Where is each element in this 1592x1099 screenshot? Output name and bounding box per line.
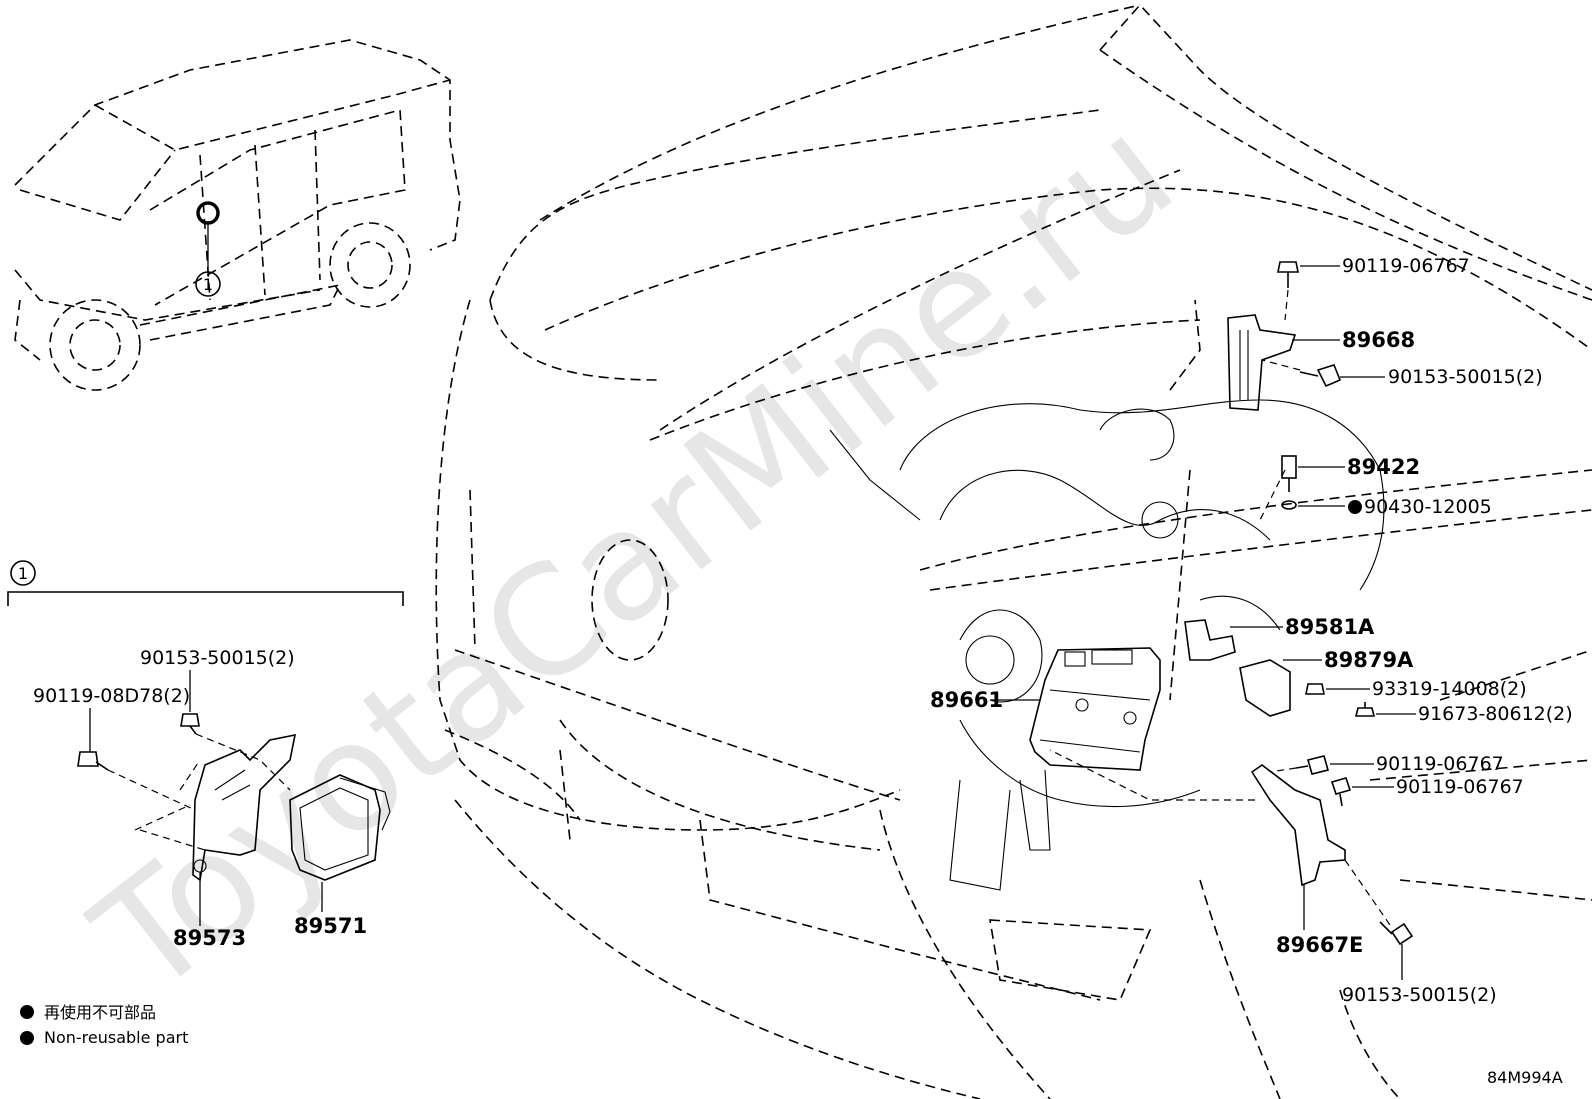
callout-number-vehicle: 1 bbox=[203, 275, 213, 294]
part-label-89879A: 89879A bbox=[1324, 648, 1414, 672]
ecu-89661: 89661 bbox=[930, 647, 1161, 771]
part-label-90153-50015-bottom: 90153-50015(2) bbox=[1342, 984, 1497, 1006]
bolt-icon bbox=[1354, 702, 1376, 717]
gasket-icon bbox=[1281, 500, 1297, 510]
part-label-91673-80612: 91673-80612(2) bbox=[1418, 703, 1573, 725]
bracket-89667E bbox=[1250, 764, 1346, 887]
part-label-89422: 89422 bbox=[1347, 455, 1420, 479]
part-label-90430-12005: 90430-12005 bbox=[1364, 496, 1492, 518]
vehicle-overview: 1 bbox=[14, 39, 461, 391]
unit-89879A bbox=[1239, 659, 1291, 717]
part-label-90153-50015-left: 90153-50015(2) bbox=[140, 647, 295, 669]
module-89571 bbox=[289, 774, 381, 881]
callout-panel: 1 90153-50015(2) 90119-08D78(2) 89573 89… bbox=[7, 560, 404, 950]
part-label-90119-06767-a: 90119-06767 bbox=[1376, 753, 1504, 775]
part-label-89571: 89571 bbox=[294, 914, 367, 938]
bolt-icon bbox=[1379, 921, 1414, 946]
bolt-icon bbox=[1330, 777, 1352, 807]
part-label-90119-06767-b: 90119-06767 bbox=[1396, 776, 1524, 798]
sensor-89422-icon bbox=[1281, 455, 1297, 492]
callout-circle-panel bbox=[10, 560, 36, 586]
sensor-89581A bbox=[1184, 619, 1236, 661]
bolt-icon bbox=[1305, 683, 1325, 695]
part-label-90119-08D78: 90119-08D78(2) bbox=[33, 685, 190, 707]
bolt-icon bbox=[1299, 364, 1342, 388]
callout-number-panel: 1 bbox=[18, 564, 28, 583]
bolt-icon bbox=[1295, 755, 1329, 775]
part-label-93319-14008: 93319-14008(2) bbox=[1372, 678, 1527, 700]
non-reusable-dot bbox=[20, 1031, 34, 1045]
legend: 再使用不可部品 Non-reusable part bbox=[20, 1003, 188, 1047]
legend-en: Non-reusable part bbox=[44, 1028, 188, 1047]
bolt-icon bbox=[180, 713, 200, 735]
bolt-icon bbox=[77, 751, 109, 771]
callout-circle-vehicle bbox=[195, 271, 221, 297]
non-reusable-dot bbox=[1348, 500, 1362, 514]
part-label-90119-06767: 90119-06767 bbox=[1342, 255, 1470, 277]
part-label-90153-50015-right: 90153-50015(2) bbox=[1388, 366, 1543, 388]
right-parts: 90119-06767 89668 90153-50015(2) 89422 9… bbox=[1049, 255, 1573, 1006]
bracket-89668 bbox=[1227, 314, 1297, 411]
location-highlight bbox=[196, 201, 220, 225]
diagram-code: 84M994A bbox=[1487, 1068, 1563, 1087]
part-label-89573: 89573 bbox=[173, 926, 246, 950]
legend-jp: 再使用不可部品 bbox=[44, 1003, 156, 1022]
watermark: ToyotaCarMine.ru bbox=[64, 84, 1205, 1028]
part-label-89667E: 89667E bbox=[1276, 933, 1363, 957]
part-label-89661: 89661 bbox=[930, 688, 1003, 712]
bolt-icon bbox=[1277, 261, 1299, 288]
part-label-89581A: 89581A bbox=[1285, 615, 1375, 639]
non-reusable-dot bbox=[20, 1005, 34, 1019]
part-label-89668: 89668 bbox=[1342, 328, 1415, 352]
vehicle-front-view bbox=[435, 3, 1592, 1099]
